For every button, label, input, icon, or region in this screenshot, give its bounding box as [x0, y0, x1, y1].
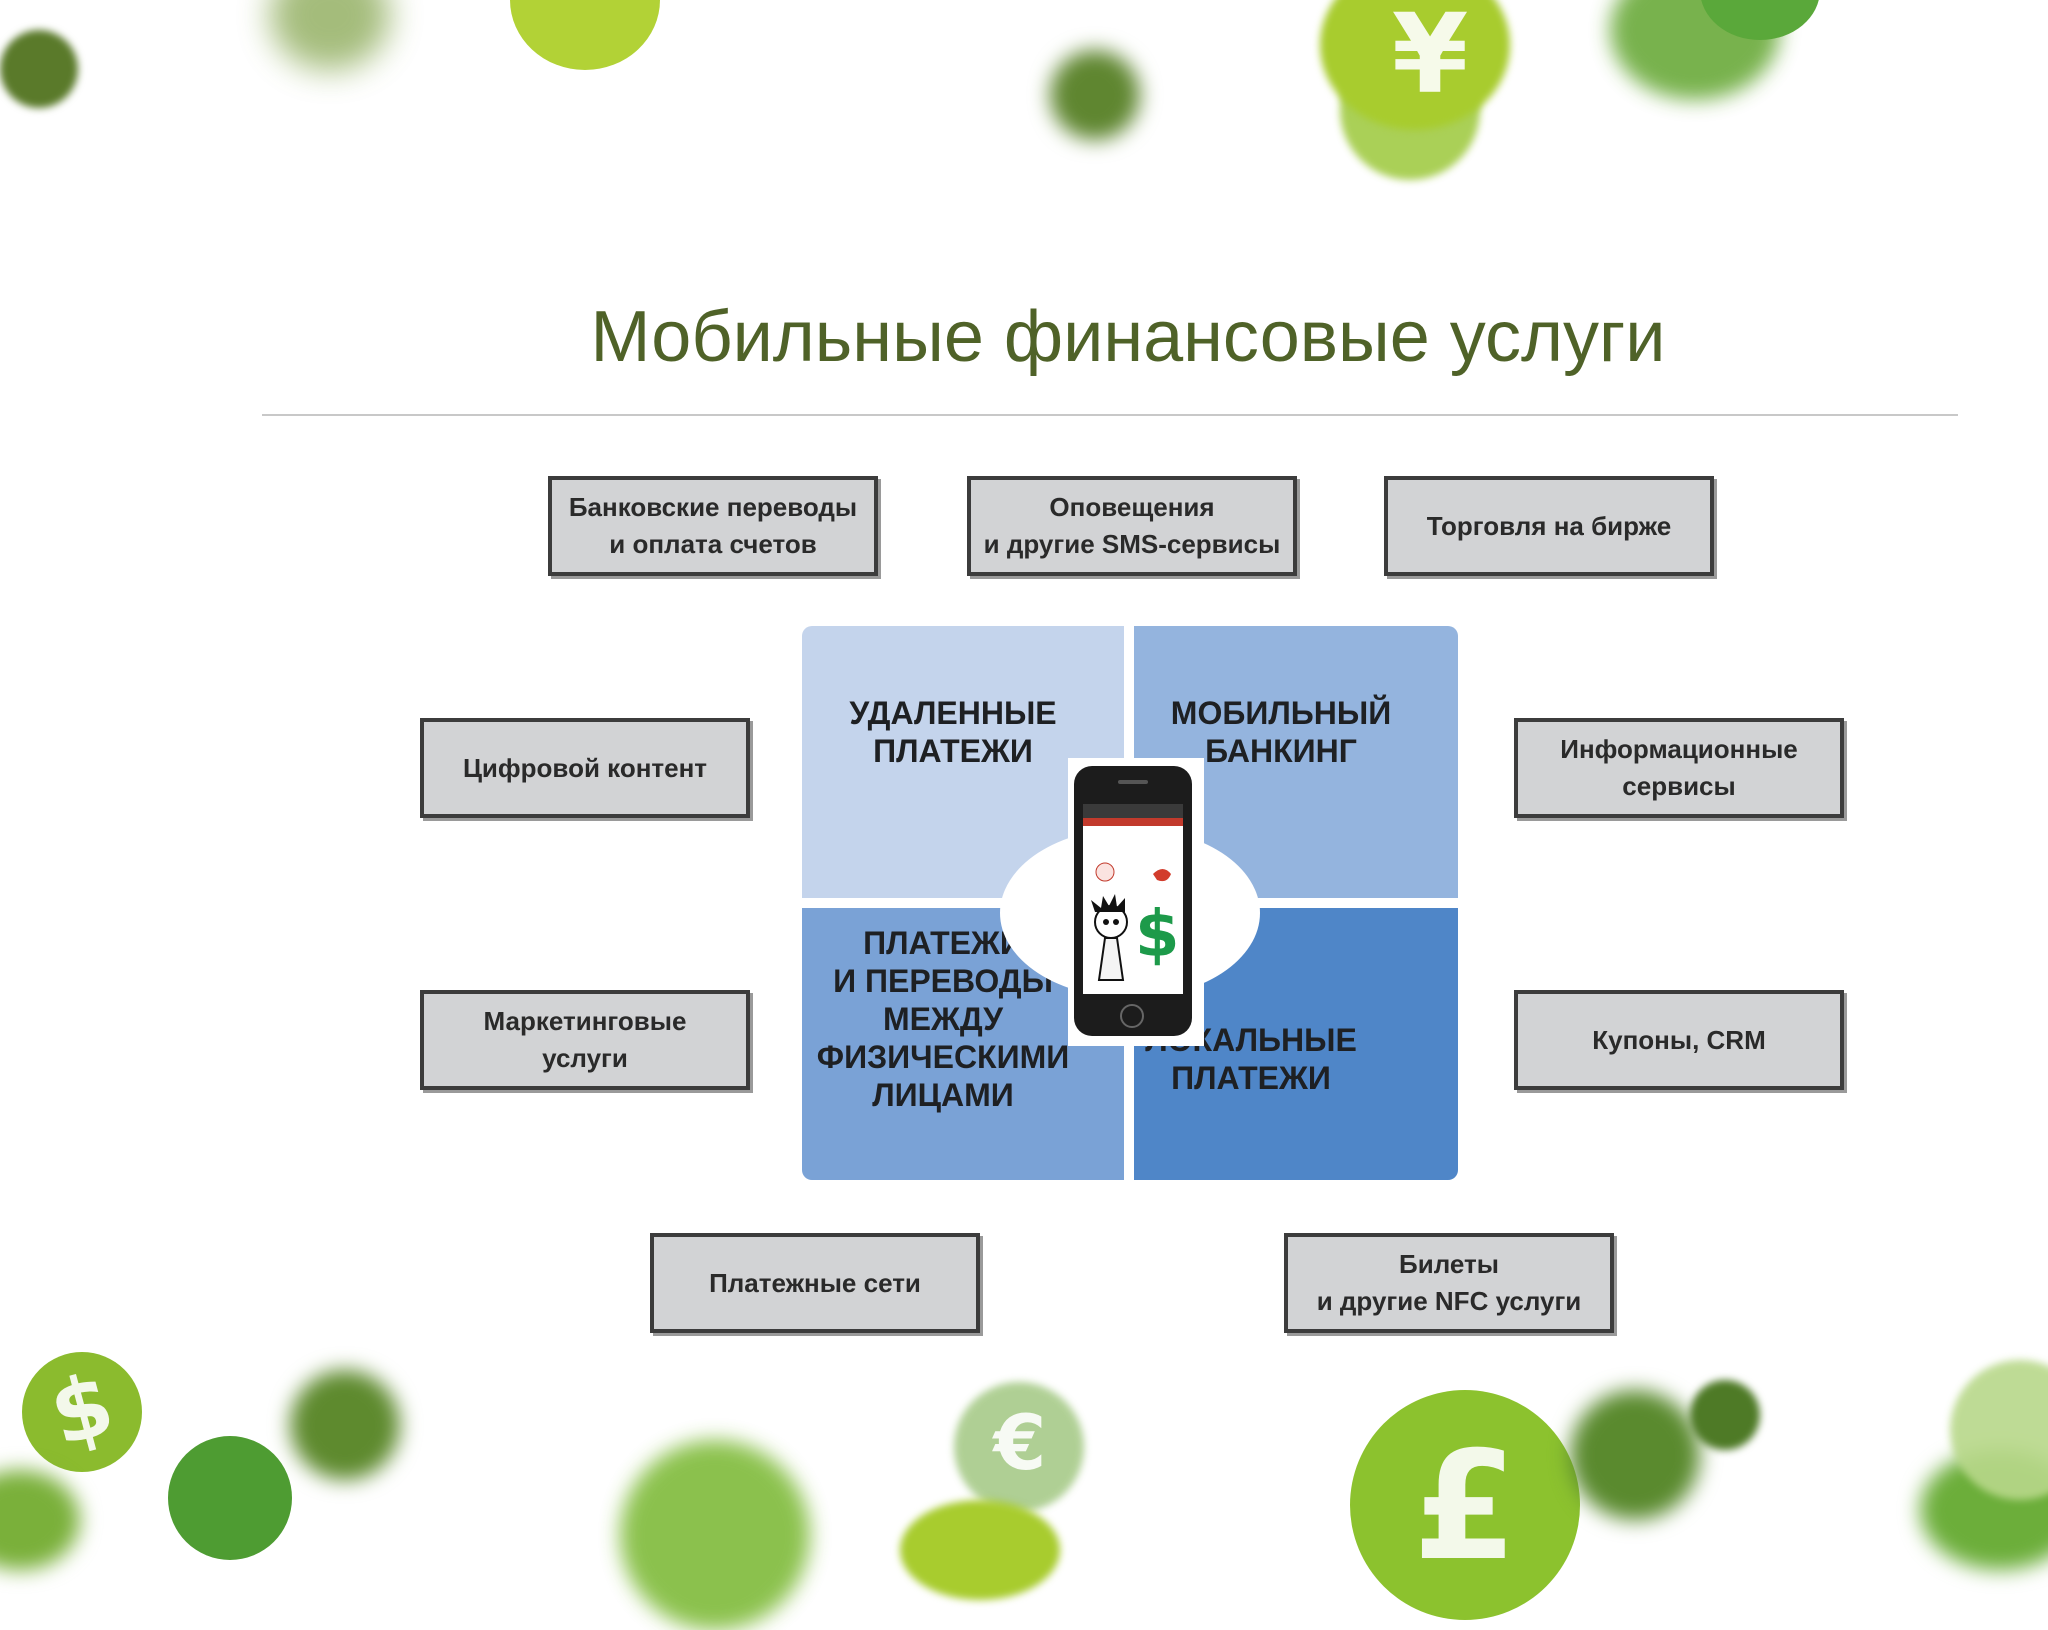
- phone-app-bar: [1083, 818, 1183, 826]
- service-digital-content: Цифровой контент: [420, 718, 750, 818]
- dollar-icon: $: [1135, 898, 1180, 972]
- quadrant-label: УДАЛЕННЫЕ ПЛАТЕЖИ: [849, 695, 1057, 769]
- quadrant-label: ПЛАТЕЖИ И ПЕРЕВОДЫ МЕЖДУ ФИЗИЧЕСКИМИ ЛИЦ…: [816, 925, 1070, 1113]
- euro-icon: €: [993, 1398, 1047, 1487]
- decor-bubble: [1570, 1390, 1700, 1520]
- service-coupons-crm: Купоны, CRM: [1514, 990, 1844, 1090]
- service-tickets-nfc: Билеты и другие NFC услуги: [1284, 1233, 1614, 1333]
- service-bank-transfers: Банковские переводы и оплата счетов: [548, 476, 878, 576]
- phone-screen: $: [1083, 804, 1183, 994]
- pound-icon: £: [1412, 1420, 1518, 1594]
- smartphone-icon: $: [1074, 766, 1192, 1036]
- phone-status-bar: [1083, 804, 1183, 818]
- decor-bubble: [620, 1440, 810, 1630]
- quadrant-label: МОБИЛЬНЫЙ БАНКИНГ: [1170, 695, 1392, 769]
- decor-bubble: [22, 1352, 142, 1472]
- decor-bubble: [290, 1370, 400, 1480]
- decor-bubble: [1320, 0, 1510, 130]
- yen-icon: ¥: [1391, 0, 1469, 118]
- title-divider: [262, 414, 1958, 416]
- service-payment-networks: Платежные сети: [650, 1233, 980, 1333]
- decor-bubble: [270, 0, 390, 70]
- service-sms-alerts: Оповещения и другие SMS-сервисы: [967, 476, 1297, 576]
- phone-speaker: [1118, 780, 1148, 784]
- decor-bubble: [0, 1470, 80, 1570]
- decor-bubble: [168, 1436, 292, 1560]
- service-stock-trading: Торговля на бирже: [1384, 476, 1714, 576]
- decor-bubble: [1690, 1380, 1760, 1450]
- decor-bubble: [0, 30, 78, 108]
- service-marketing: Маркетинговые услуги: [420, 990, 750, 1090]
- decor-bubble: [1050, 50, 1140, 140]
- decor-bubble: [510, 0, 660, 70]
- decor-bubble: [954, 1382, 1084, 1512]
- slide-title: Мобильные финансовые услуги: [590, 297, 1666, 377]
- cartoon-character-icon: [1091, 862, 1171, 981]
- decor-bubble: [900, 1500, 1060, 1600]
- phone-home-button: [1120, 1004, 1144, 1028]
- service-information: Информационные сервисы: [1514, 718, 1844, 818]
